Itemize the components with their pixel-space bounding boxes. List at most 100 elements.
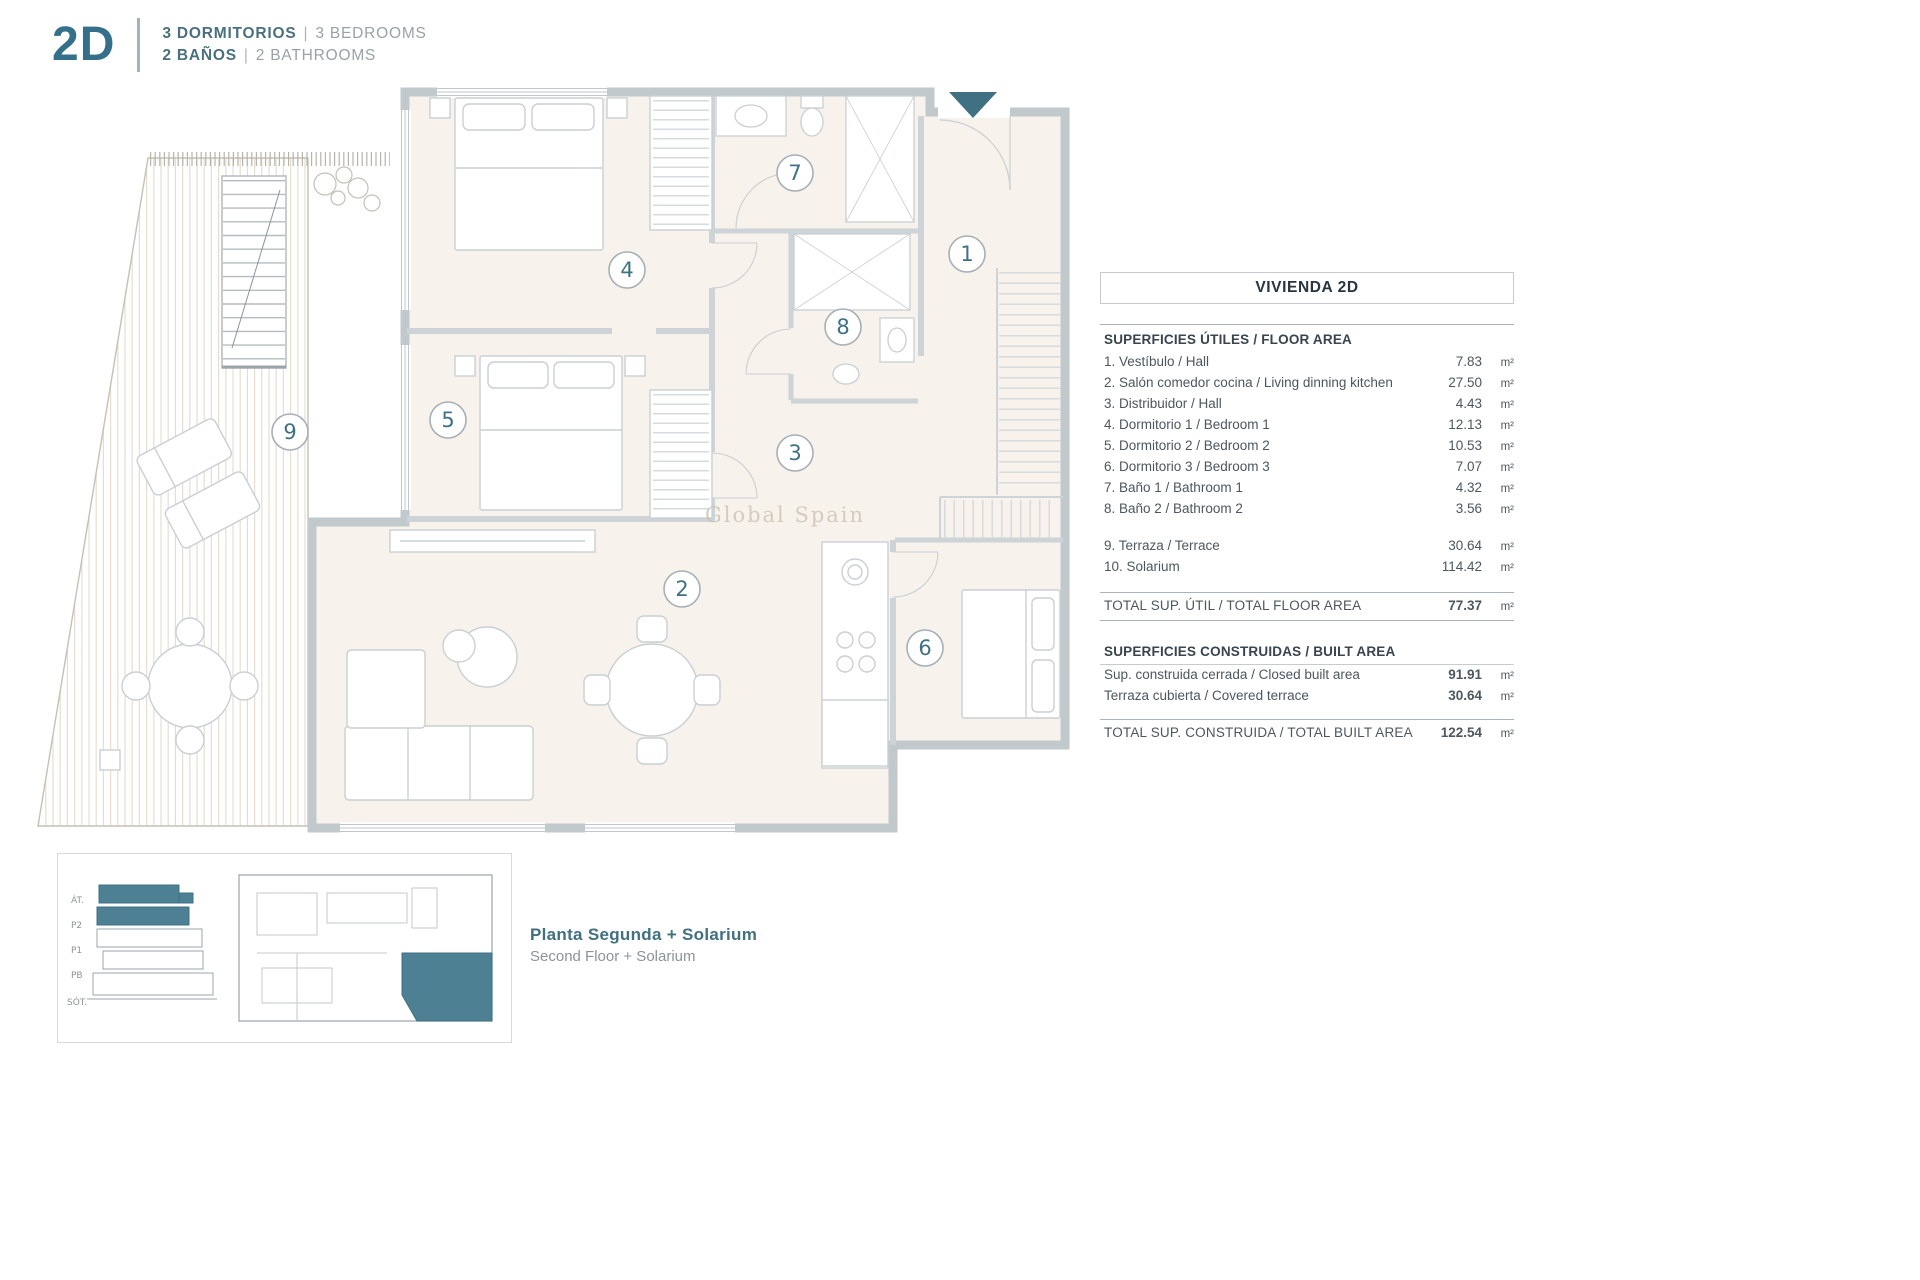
built-area-heading: SUPERFICIES CONSTRUIDAS / BUILT AREA bbox=[1104, 644, 1396, 659]
bathrooms-es: 2 BAÑOS bbox=[162, 47, 237, 64]
area-unit: m² bbox=[1500, 670, 1514, 682]
area-value: 12.13 bbox=[1448, 417, 1482, 432]
plants bbox=[313, 166, 381, 212]
header-specs: 3 DORMITORIOS|3 BEDROOMS 2 BAÑOS|2 BATHR… bbox=[162, 25, 426, 65]
area-unit: m² bbox=[1500, 504, 1514, 516]
room-number-2: 2 bbox=[675, 577, 688, 601]
building-elevation: ÁT. P2 P1 PB SÓT. bbox=[67, 884, 217, 1008]
area-row: 2. Salón comedor cocina / Living dinning… bbox=[1104, 373, 1514, 394]
total-floor-row: TOTAL SUP. ÚTIL / TOTAL FLOOR AREA 77.37 m… bbox=[1104, 593, 1514, 620]
separator: | bbox=[303, 25, 309, 42]
areas-table: VIVIENDA 2D SUPERFICIES ÚTILES / FLOOR A… bbox=[1100, 272, 1514, 747]
area-row: 6. Dormitorio 3 / Bedroom 3 7.07 m² bbox=[1104, 457, 1514, 478]
area-value: 4.43 bbox=[1455, 396, 1482, 411]
area-unit: m² bbox=[1500, 541, 1514, 553]
area-row: Terraza cubierta / Covered terrace 30.64 m… bbox=[1104, 686, 1514, 707]
bedroom2-furniture bbox=[454, 355, 646, 511]
area-label: 9. Terraza / Terrace bbox=[1104, 538, 1220, 553]
floor-area-heading: SUPERFICIES ÚTILES / FLOOR AREA bbox=[1104, 332, 1352, 347]
divider bbox=[1100, 719, 1514, 720]
area-value: 27.50 bbox=[1448, 375, 1482, 390]
total-built-label: TOTAL SUP. CONSTRUIDA / TOTAL BUILT AREA bbox=[1104, 725, 1413, 740]
wardrobe-bedroom2 bbox=[649, 389, 713, 519]
living-kitchen-furniture bbox=[344, 529, 889, 801]
bedrooms-line: 3 DORMITORIOS|3 BEDROOMS bbox=[162, 25, 426, 43]
area-label: Terraza cubierta / Covered terrace bbox=[1104, 688, 1309, 703]
sheet-header: 2D 3 DORMITORIOS|3 BEDROOMS 2 BAÑOS|2 BA… bbox=[52, 18, 427, 72]
highlighted-level-atico bbox=[98, 884, 180, 904]
bedroom1-furniture bbox=[429, 97, 628, 251]
highlighted-unit bbox=[401, 952, 493, 1022]
room-number-4: 4 bbox=[620, 258, 633, 282]
area-unit: m² bbox=[1500, 601, 1514, 613]
mini-plan bbox=[238, 874, 493, 1022]
room-number-1: 1 bbox=[960, 242, 973, 266]
stairs bbox=[221, 175, 287, 369]
divider bbox=[1100, 324, 1514, 325]
bedroom3-furniture bbox=[961, 589, 1061, 719]
entry-door bbox=[939, 116, 1011, 191]
divider bbox=[1100, 664, 1514, 665]
areas-table-title: VIVIENDA 2D bbox=[1100, 272, 1514, 304]
level-label-p2: P2 bbox=[71, 921, 82, 931]
area-row: 5. Dormitorio 2 / Bedroom 2 10.53 m² bbox=[1104, 436, 1514, 457]
bathroom2-fixtures bbox=[793, 233, 915, 385]
bedrooms-en: 3 BEDROOMS bbox=[315, 25, 427, 42]
area-label: 1. Vestíbulo / Hall bbox=[1104, 354, 1210, 369]
total-floor-label: TOTAL SUP. ÚTIL / TOTAL FLOOR AREA bbox=[1104, 598, 1362, 613]
sofa bbox=[344, 725, 534, 801]
total-floor-value: 77.37 bbox=[1448, 598, 1482, 613]
area-unit: m² bbox=[1500, 420, 1514, 432]
area-unit: m² bbox=[1500, 357, 1514, 369]
room-number-9: 9 bbox=[283, 420, 296, 444]
area-label: 10. Solarium bbox=[1104, 559, 1180, 574]
area-unit: m² bbox=[1500, 441, 1514, 453]
area-value: 91.91 bbox=[1448, 667, 1482, 682]
area-label: 4. Dormitorio 1 / Bedroom 1 bbox=[1104, 417, 1270, 432]
highlighted-level-p2 bbox=[96, 906, 190, 926]
entrance-arrow-icon bbox=[949, 92, 997, 118]
dining-table bbox=[605, 643, 699, 737]
caption-es: Planta Segunda + Solarium bbox=[530, 925, 758, 944]
area-value: 4.32 bbox=[1455, 480, 1482, 495]
area-unit: m² bbox=[1500, 483, 1514, 495]
level-label-pb: PB bbox=[71, 971, 83, 981]
area-row: Sup. construida cerrada / Closed built a… bbox=[1104, 665, 1514, 686]
watermark: Global Spain bbox=[705, 503, 865, 527]
windows bbox=[340, 86, 735, 834]
area-label: 2. Salón comedor cocina / Living dinning… bbox=[1104, 375, 1393, 390]
area-label: 5. Dormitorio 2 / Bedroom 2 bbox=[1104, 438, 1270, 453]
area-value: 10.53 bbox=[1448, 438, 1482, 453]
area-value: 7.83 bbox=[1455, 354, 1482, 369]
chaise bbox=[346, 649, 426, 729]
room-number-3: 3 bbox=[788, 441, 801, 465]
area-value: 114.42 bbox=[1441, 559, 1482, 574]
divider bbox=[1100, 620, 1514, 621]
bathrooms-en: 2 BATHROOMS bbox=[255, 47, 377, 64]
area-row: 9. Terraza / Terrace 30.64 m² bbox=[1104, 536, 1514, 557]
terrace-table bbox=[147, 643, 233, 729]
header-divider bbox=[137, 18, 141, 72]
area-row: 1. Vestíbulo / Hall 7.83 m² bbox=[1104, 352, 1514, 373]
plan-caption: Planta Segunda + Solarium Second Floor +… bbox=[530, 925, 757, 965]
area-label: 7. Baño 1 / Bathroom 1 bbox=[1104, 480, 1243, 495]
level-label-sotano: SÓT. bbox=[67, 996, 87, 1008]
total-built-row: TOTAL SUP. CONSTRUIDA / TOTAL BUILT AREA… bbox=[1104, 720, 1514, 747]
area-value: 30.64 bbox=[1448, 538, 1482, 553]
area-label: 6. Dormitorio 3 / Bedroom 3 bbox=[1104, 459, 1270, 474]
area-row: 4. Dormitorio 1 / Bedroom 1 12.13 m² bbox=[1104, 415, 1514, 436]
area-value: 7.07 bbox=[1455, 459, 1482, 474]
area-row: 7. Baño 1 / Bathroom 1 4.32 m² bbox=[1104, 478, 1514, 499]
key-plan: ÁT. P2 P1 PB SÓT. bbox=[57, 853, 512, 1043]
level-label-p1: P1 bbox=[71, 946, 82, 956]
area-unit: m² bbox=[1500, 462, 1514, 474]
area-unit: m² bbox=[1500, 691, 1514, 703]
area-value: 30.64 bbox=[1448, 688, 1482, 703]
room-number-8: 8 bbox=[836, 315, 849, 339]
area-unit: m² bbox=[1500, 399, 1514, 411]
room-number-badges: 1 2 3 4 5 6 7 8 9 bbox=[271, 154, 986, 667]
bathroom1-fixtures bbox=[715, 95, 915, 223]
